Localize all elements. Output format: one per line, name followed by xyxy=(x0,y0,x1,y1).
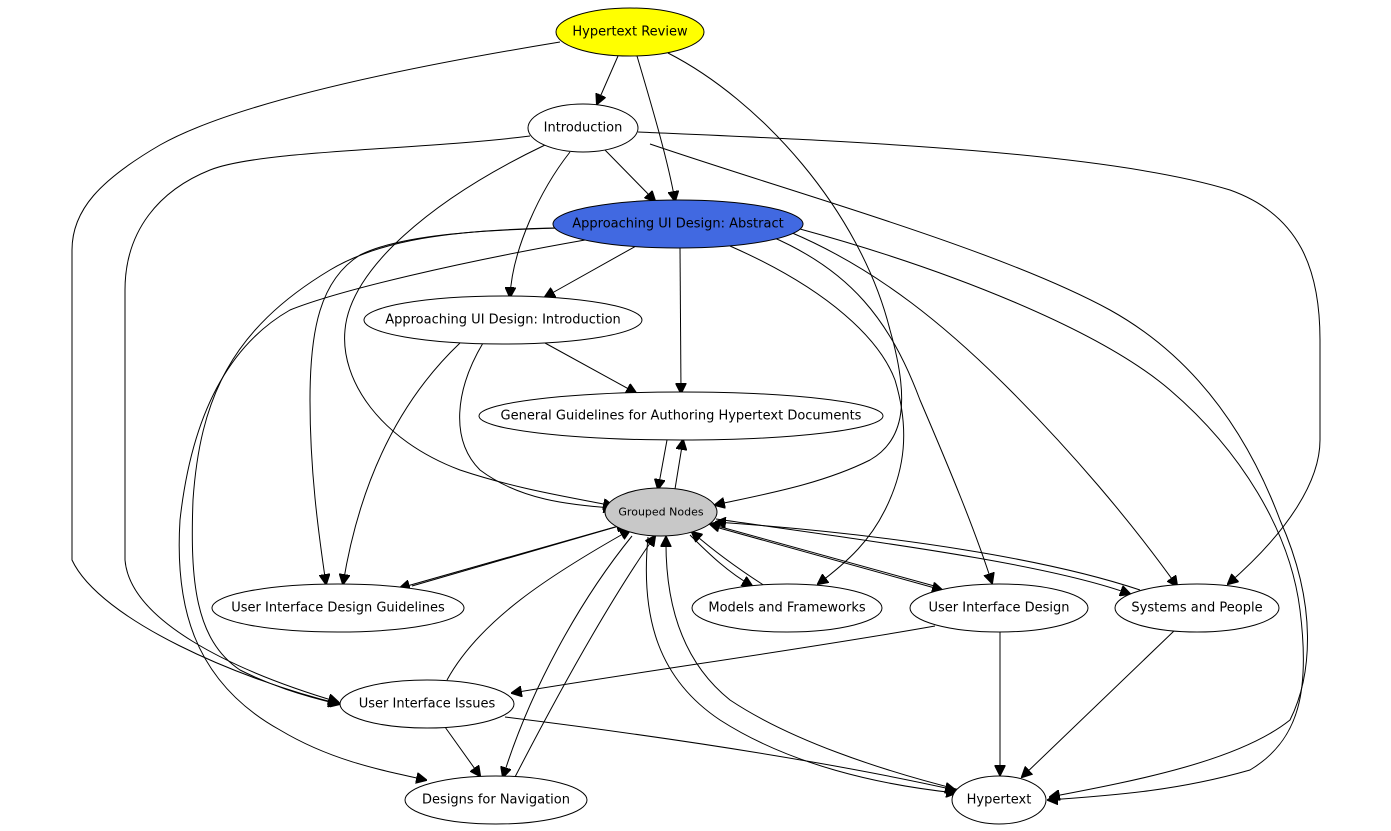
edge-approaching-abstract-to-models-frameworks xyxy=(729,245,905,584)
edge-hypertext-review-to-ui-issues xyxy=(71,41,561,704)
edge-approaching-abstract-to-designs-navigation xyxy=(178,239,586,780)
node-ui-design-guidelines-shape[interactable] xyxy=(211,583,465,633)
nodes: Hypertext Review Introduction Approachin… xyxy=(211,7,1280,825)
edge-introduction-to-approaching-intro xyxy=(510,151,571,297)
edge-systems-people-to-grouped-nodes xyxy=(716,522,1141,591)
edge-grouped-nodes-to-models-frameworks xyxy=(689,534,752,586)
edge-approaching-intro-to-grouped-nodes xyxy=(459,342,613,508)
node-grouped-nodes[interactable]: Grouped Nodes xyxy=(604,487,718,537)
edge-general-guidelines-to-grouped-nodes xyxy=(658,439,668,489)
node-hypertext-review-shape[interactable] xyxy=(555,7,705,57)
node-ui-design-shape[interactable] xyxy=(909,583,1089,633)
edge-hypertext-to-grouped-nodes xyxy=(666,537,961,791)
node-hypertext-review-label[interactable]: Hypertext Review xyxy=(572,25,688,40)
node-designs-for-navigation[interactable]: Designs for Navigation xyxy=(404,775,588,825)
edge-grouped-nodes-to-systems-people xyxy=(715,518,1130,594)
edge-approaching-abstract-to-ui-design xyxy=(769,235,992,583)
node-models-and-frameworks-label[interactable]: Models and Frameworks xyxy=(708,601,865,616)
node-systems-and-people[interactable]: Systems and People xyxy=(1114,583,1280,633)
edge-ui-issues-to-designs-navigation xyxy=(444,726,480,776)
edge-grouped-nodes-to-hypertext xyxy=(645,536,956,793)
edge-ui-design-to-grouped-nodes xyxy=(710,524,939,588)
node-general-guidelines-shape[interactable] xyxy=(478,391,884,441)
node-models-and-frameworks-shape[interactable] xyxy=(691,583,883,633)
node-systems-and-people-label[interactable]: Systems and People xyxy=(1131,601,1262,616)
node-hypertext-label[interactable]: Hypertext xyxy=(967,793,1032,808)
edge-systems-people-to-hypertext xyxy=(1022,629,1176,777)
edge-introduction-to-systems-people xyxy=(637,131,1321,584)
edge-models-frameworks-to-grouped-nodes xyxy=(692,532,766,587)
node-general-guidelines[interactable]: General Guidelines for Authoring Hyperte… xyxy=(478,391,884,441)
edge-approaching-abstract-to-systems-people xyxy=(789,231,1177,586)
node-general-guidelines-label[interactable]: General Guidelines for Authoring Hyperte… xyxy=(501,409,862,424)
node-ui-issues-label[interactable]: User Interface Issues xyxy=(359,697,496,712)
node-introduction-shape[interactable] xyxy=(527,103,639,153)
edge-introduction-to-ui-issues xyxy=(124,135,531,702)
node-ui-design-guidelines[interactable]: User Interface Design Guidelines xyxy=(211,583,465,633)
node-hypertext-review[interactable]: Hypertext Review xyxy=(555,7,705,57)
edges xyxy=(71,41,1321,800)
node-approaching-ui-design-introduction[interactable]: Approaching UI Design: Introduction xyxy=(363,295,643,345)
node-approaching-ui-design-abstract-shape[interactable] xyxy=(552,199,804,249)
edge-hypertext-review-to-grouped-nodes xyxy=(667,52,903,505)
edge-approaching-abstract-to-hypertext xyxy=(799,228,1304,800)
edge-grouped-nodes-to-general-guidelines xyxy=(674,440,683,490)
edge-hypertext-review-to-approaching-abstract xyxy=(636,55,675,201)
edge-grouped-nodes-to-ui-design xyxy=(711,525,942,590)
node-ui-design-label[interactable]: User Interface Design xyxy=(929,601,1070,616)
node-ui-design-guidelines-label[interactable]: User Interface Design Guidelines xyxy=(231,601,445,616)
node-designs-for-navigation-shape[interactable] xyxy=(404,775,588,825)
edge-grouped-nodes-to-designs-navigation xyxy=(503,535,633,777)
node-approaching-ui-design-introduction-label[interactable]: Approaching UI Design: Introduction xyxy=(385,313,621,328)
node-systems-and-people-shape[interactable] xyxy=(1114,583,1280,633)
node-grouped-nodes-label[interactable]: Grouped Nodes xyxy=(618,506,703,519)
node-models-and-frameworks[interactable]: Models and Frameworks xyxy=(691,583,883,633)
edge-introduction-to-hypertext xyxy=(649,143,1308,797)
node-grouped-nodes-shape[interactable] xyxy=(604,487,718,537)
edge-designs-navigation-to-grouped-nodes xyxy=(514,536,655,778)
edge-ui-design-guidelines-to-grouped-nodes xyxy=(411,524,626,587)
node-hypertext-shape[interactable] xyxy=(951,775,1047,825)
edge-ui-issues-to-hypertext xyxy=(504,716,955,790)
edge-approaching-abstract-to-general-guidelines xyxy=(680,246,681,393)
edge-approaching-intro-to-ui-design-guidelines xyxy=(343,342,461,584)
edge-hypertext-review-to-introduction xyxy=(597,55,619,104)
node-approaching-ui-design-abstract[interactable]: Approaching UI Design: Abstract xyxy=(552,199,804,249)
node-approaching-ui-design-introduction-shape[interactable] xyxy=(363,295,643,345)
node-introduction[interactable]: Introduction xyxy=(527,103,639,153)
edge-introduction-to-approaching-abstract xyxy=(604,149,655,201)
node-ui-issues[interactable]: User Interface Issues xyxy=(339,679,515,729)
edge-ui-issues-to-grouped-nodes xyxy=(446,530,630,681)
node-ui-issues-shape[interactable] xyxy=(339,679,515,729)
node-designs-for-navigation-label[interactable]: Designs for Navigation xyxy=(422,793,570,808)
edge-approaching-intro-to-general-guidelines xyxy=(544,342,636,393)
node-ui-design[interactable]: User Interface Design xyxy=(909,583,1089,633)
edge-approaching-abstract-to-approaching-intro xyxy=(545,245,637,297)
edge-ui-design-to-ui-issues xyxy=(512,625,936,693)
edge-introduction-to-grouped-nodes xyxy=(344,144,613,506)
node-approaching-ui-design-abstract-label[interactable]: Approaching UI Design: Abstract xyxy=(572,217,783,232)
node-introduction-label[interactable]: Introduction xyxy=(544,121,623,136)
edge-approaching-abstract-to-ui-issues xyxy=(191,227,556,704)
node-hypertext[interactable]: Hypertext xyxy=(951,775,1047,825)
